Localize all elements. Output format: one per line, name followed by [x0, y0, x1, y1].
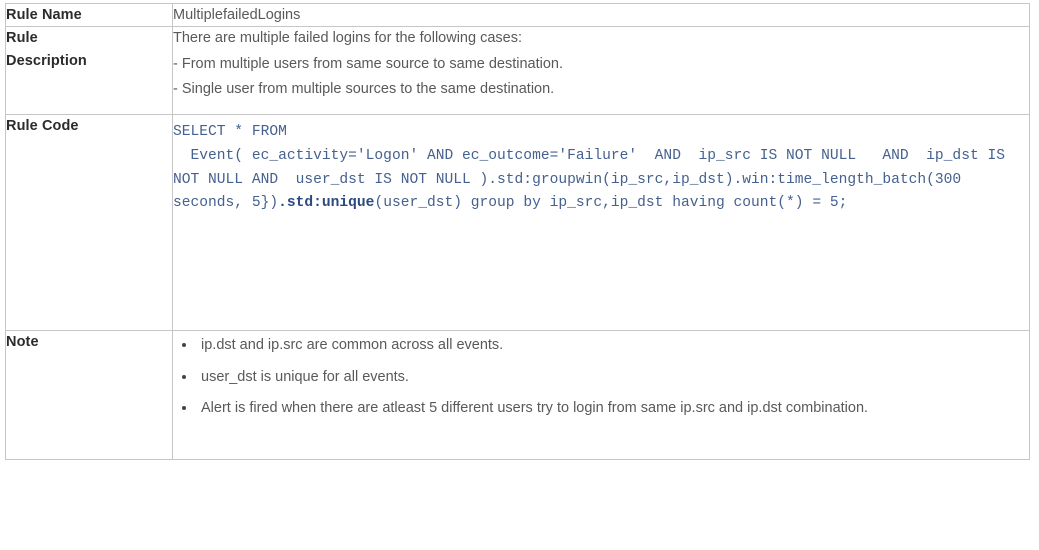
row-value-note: ip.dst and ip.src are common across all … [172, 330, 1030, 461]
list-item: Alert is fired when there are atleast 5 … [197, 397, 901, 419]
table-row-note: Note ip.dst and ip.src are common across… [5, 330, 1030, 461]
row-value-rule-code: SELECT * FROM Event( ec_activity='Logon'… [172, 114, 1030, 332]
note-bullet-list: ip.dst and ip.src are common across all … [173, 334, 1029, 419]
table-row-rule-name: Rule Name MultiplefailedLogins [5, 2, 1030, 28]
description-line: - Single user from multiple sources to t… [173, 81, 555, 98]
table-row-rule-code: Rule Code SELECT * FROM Event( ec_activi… [5, 114, 1030, 332]
rule-definition-table: Rule Name MultiplefailedLogins Rule Desc… [5, 2, 1030, 461]
description-line: - From multiple users from same source t… [173, 55, 564, 72]
code-segment-pre: SELECT * FROM Event( ec_activity='Logon'… [173, 124, 1005, 212]
row-label-rule-description: Rule Description [5, 26, 173, 116]
code-segment-post: (user_dst) group by ip_src,ip_dst having… [374, 195, 848, 212]
description-line: There are multiple failed logins for the… [173, 30, 522, 47]
row-label-rule-code: Rule Code [5, 114, 173, 332]
row-label-line-2: Description [6, 52, 87, 69]
row-label-rule-name: Rule Name [5, 2, 173, 28]
list-item: user_dst is unique for all events. [197, 366, 1029, 388]
row-value-rule-name: MultiplefailedLogins [172, 2, 1030, 28]
row-label-line-1: Rule [6, 30, 38, 47]
list-item: ip.dst and ip.src are common across all … [197, 334, 1029, 356]
row-value-rule-description: There are multiple failed logins for the… [172, 26, 1030, 116]
table-row-rule-description: Rule Description There are multiple fail… [5, 26, 1030, 116]
row-label-note: Note [5, 330, 173, 461]
code-segment-bold: .std:unique [278, 195, 375, 212]
rule-code-block: SELECT * FROM Event( ec_activity='Logon'… [173, 121, 1029, 216]
